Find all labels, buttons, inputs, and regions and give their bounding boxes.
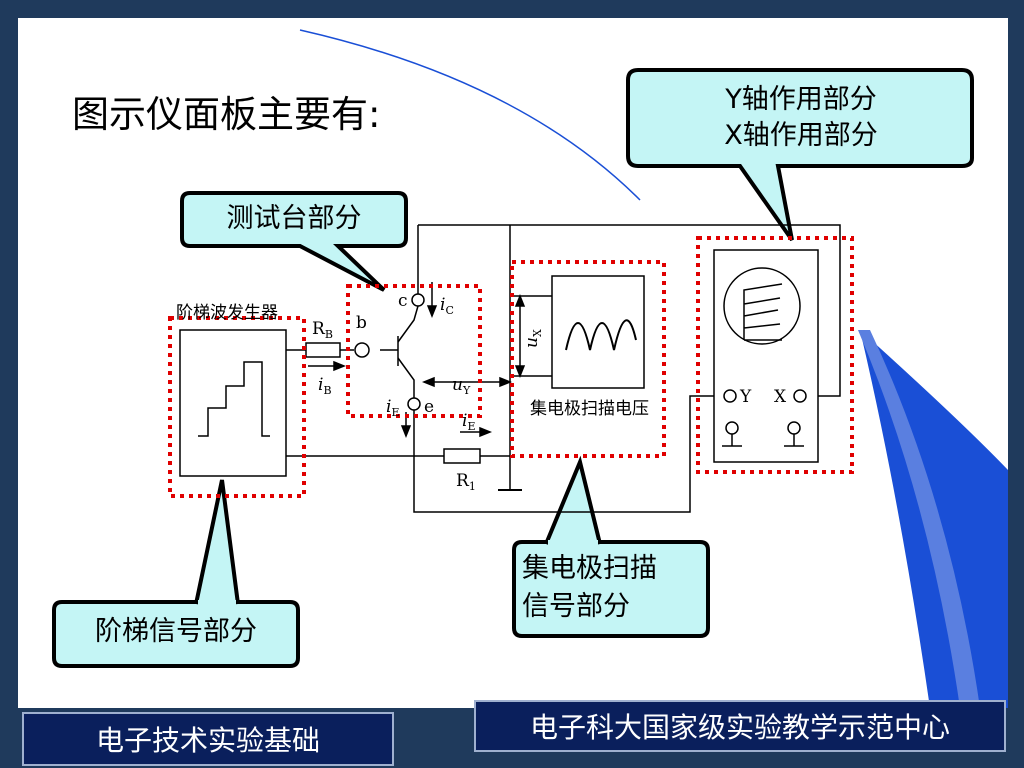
footer-left-banner: 电子技术实验基础 [22, 712, 394, 766]
label-e: e [424, 397, 434, 417]
label-ic: iC [440, 295, 454, 317]
slide-heading: 图示仪面板主要有: [72, 93, 381, 136]
callout-test-stage-text: 测试台部分 [226, 203, 362, 234]
terminal-c [411, 293, 425, 307]
scope-terminal-x [793, 389, 807, 403]
decorative-curve [299, 29, 641, 201]
resistor-rb [305, 342, 341, 358]
decorative-blue-shape-2 [858, 330, 980, 708]
callout-axis-line2: X轴作用部分 [724, 120, 878, 151]
highlight-oscilloscope [696, 236, 854, 474]
footer-right-banner: 电子科大国家级实验教学示范中心 [474, 700, 1006, 752]
callout-axis-line1: Y轴作用部分 [725, 84, 877, 115]
sweep-waveform-icon [565, 319, 637, 351]
scope-terminal-y [723, 389, 737, 403]
step-generator-block [179, 329, 287, 477]
label-ie-left: iE [386, 397, 399, 419]
label-x-terminal: X [774, 387, 787, 407]
terminal-b [354, 342, 370, 358]
label-sweep: 集电极扫描电压 [530, 399, 649, 419]
callout-test-stage [180, 191, 408, 292]
label-y-terminal: Y [739, 387, 752, 407]
collector-sweep-block [551, 275, 645, 389]
label-step-generator: 阶梯波发生器 [176, 303, 278, 323]
label-ib: iB [318, 375, 332, 397]
label-c: c [398, 291, 408, 311]
label-ux: uX [522, 329, 544, 348]
scope-trace-icon [743, 283, 783, 341]
terminal-e [407, 397, 421, 411]
callout-step-signal-text: 阶梯信号部分 [95, 616, 257, 647]
scope-ground-left [722, 421, 742, 447]
label-rb: RB [312, 319, 333, 341]
resistor-r1 [443, 448, 481, 464]
callout-collector-text: 集电极扫描 信号部分 [516, 550, 706, 626]
label-b: b [356, 313, 367, 333]
highlight-boxes [168, 236, 854, 498]
footer-left-text: 电子技术实验基础 [95, 724, 320, 757]
step-waveform-icon [198, 361, 270, 437]
highlight-test-stage [346, 284, 482, 418]
label-r1: R1 [456, 471, 476, 493]
highlight-step-generator [168, 316, 306, 498]
callout-collector-line1: 集电极扫描 [522, 553, 657, 584]
callout-step-signal [52, 479, 300, 668]
scope-screen [723, 267, 801, 345]
label-ie-right: iE [462, 411, 475, 433]
scope-ground-right [784, 421, 804, 447]
label-uy: uY [452, 375, 471, 397]
callout-axis [626, 68, 974, 242]
callout-collector-line2: 信号部分 [522, 591, 630, 622]
highlight-collector-sweep [510, 260, 666, 458]
callout-axis-text: Y轴作用部分 X轴作用部分 [640, 82, 962, 154]
footer-right-text: 电子科大国家级实验教学示范中心 [529, 711, 950, 744]
callout-collector-sweep [512, 455, 710, 638]
